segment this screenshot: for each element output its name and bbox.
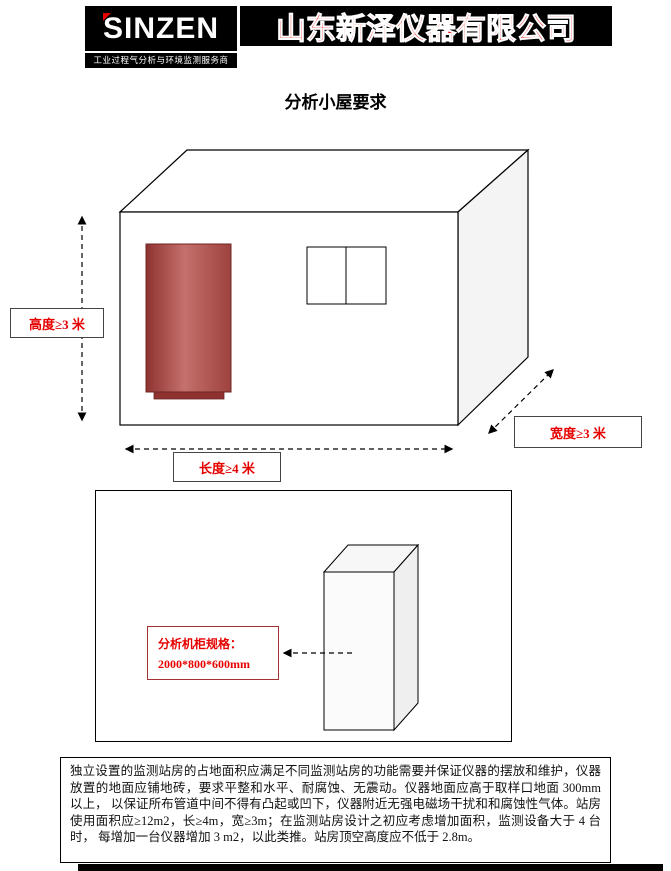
company-banner: 山东新泽仪器有限公司 <box>240 6 612 47</box>
cabinet-side-face <box>393 543 419 732</box>
logo-text: SINZEN <box>85 6 237 51</box>
sinzen-logo: SINZEN 工业过程气分析与环境监测服务商 <box>85 6 237 68</box>
cabinet-spec-label: 分析机柜规格： 2000*800*600mm <box>147 626 279 680</box>
logo-tagline: 工业过程气分析与环境监测服务商 <box>85 51 237 68</box>
requirements-box: 独立设置的监测站房的占地面积应满足不同监测站房的功能需要并保证仪器的摆放和维护，… <box>60 757 611 863</box>
window-right-pane <box>345 246 387 305</box>
house-diagram <box>77 148 554 454</box>
house-top-face <box>118 149 530 213</box>
requirements-text: 独立设置的监测站房的占地面积应满足不同监测站房的功能需要并保证仪器的摆放和维护，… <box>70 764 601 844</box>
cabinet-front-face <box>323 571 395 731</box>
company-name: 山东新泽仪器有限公司 <box>276 13 577 47</box>
width-dimension-arrow <box>488 369 554 434</box>
cabinet-diagram-frame <box>95 490 512 742</box>
height-dimension-label: 高度≥3 米 <box>10 308 104 338</box>
cabinet-spec-value: 2000*800*600mm <box>158 656 250 671</box>
equipment-cabinet-red <box>145 243 232 393</box>
footer-bar <box>78 864 663 871</box>
window-left-pane <box>306 246 347 305</box>
page-title: 分析小屋要求 <box>284 93 387 112</box>
logo-red-accent-icon <box>103 13 111 21</box>
cabinet-spec-title: 分析机柜规格： <box>158 636 243 651</box>
logo-wordmark: SINZEN <box>102 11 219 45</box>
analysis-cabinet-diagram <box>282 543 420 732</box>
length-dimension-label: 长度≥4 米 <box>173 452 281 482</box>
equipment-cabinet-base <box>153 391 225 400</box>
width-dimension-label: 宽度≥3 米 <box>514 416 642 448</box>
